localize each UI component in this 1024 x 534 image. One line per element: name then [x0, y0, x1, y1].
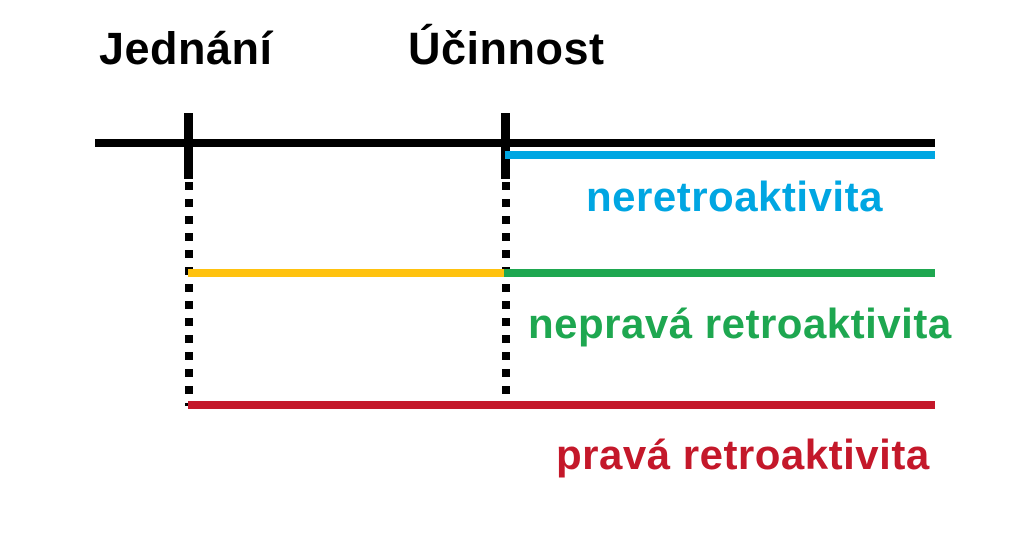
neprava-retroaktivita-label: nepravá retroaktivita — [528, 300, 952, 347]
neretroaktivita-line — [505, 151, 935, 159]
prava-retroaktivita-line — [188, 401, 935, 409]
prava-retroaktivita-label: pravá retroaktivita — [556, 431, 930, 478]
tick-jednani — [184, 113, 193, 179]
dotted-guide-ucinnost — [502, 182, 510, 406]
tick-ucinnost — [501, 113, 510, 179]
neretroaktivita-label: neretroaktivita — [586, 173, 883, 220]
timeline-axis — [95, 139, 935, 147]
dotted-guide-jednani — [185, 182, 193, 406]
neprava-retroaktivita-post-effect-line — [504, 269, 935, 277]
event-label-jednani: Jednání — [99, 23, 273, 74]
event-label-ucinnost: Účinnost — [408, 23, 605, 74]
neprava-retroaktivita-pre-effect-line — [188, 269, 505, 277]
